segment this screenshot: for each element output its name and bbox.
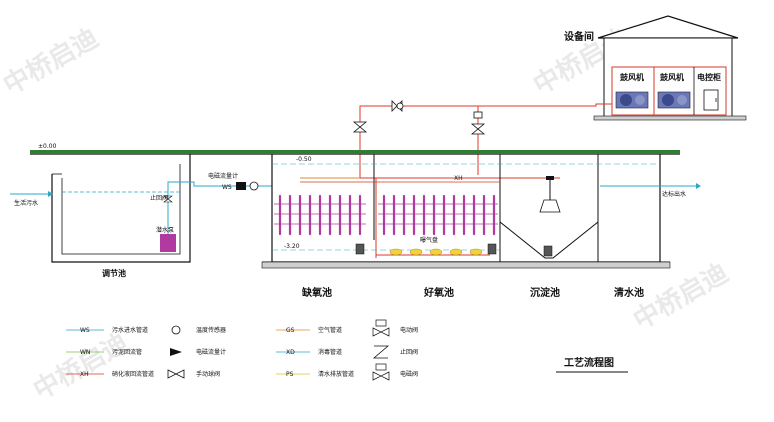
legend-code: PS — [286, 371, 294, 378]
legend-text: 手动球阀 — [196, 370, 220, 378]
flowmeter-icon — [170, 348, 182, 356]
tank-pumps — [355, 243, 553, 257]
submersible-pump-label: 潜水泵 — [156, 226, 174, 234]
legend-text: 止回阀 — [400, 348, 418, 356]
temperature-sensor-icon — [171, 325, 181, 335]
manual-ball-valve — [352, 121, 368, 133]
xh-tag: XH — [454, 175, 463, 182]
temperature-sensor-icon — [249, 181, 259, 191]
regulating-tank: 止回阀 潜水泵 调节池 — [51, 154, 191, 278]
regulating-tank-label: 调节池 — [102, 268, 126, 278]
legend-text: 温度传感器 — [196, 326, 226, 334]
building-slab — [593, 115, 747, 121]
aerobic-diffusers — [382, 194, 496, 236]
legend-code: WN — [80, 349, 90, 356]
discharge-label: 达标出水 — [662, 190, 686, 198]
main-tank-structure: -0.50 -3.20 — [261, 154, 671, 269]
anoxic-tank-label: 缺氧池 — [301, 286, 332, 299]
blower-1 — [615, 91, 649, 109]
ball-valve-icon — [167, 369, 185, 379]
ws-tag: WS — [222, 184, 232, 191]
aerobic-tank-label: 好氧池 — [423, 286, 454, 299]
foundation-slab — [261, 261, 671, 269]
electric-valve-icon — [372, 319, 390, 337]
control-cabinet-box — [703, 89, 719, 111]
sedimentation-tank-label: 沉淀池 — [530, 286, 560, 299]
flowmeter-symbol — [236, 182, 246, 190]
legend-text: 电磁阀 — [400, 370, 418, 378]
level-neg050-label: -0.50 — [296, 156, 312, 163]
raw-sewage-label: 生活污水 — [14, 199, 38, 207]
legend-text: 空气管道 — [318, 326, 342, 334]
legend: WS 污水进水管道 WN 污泥回流管 XH 硝化液回流管道 温度传感器 电磁流量… — [66, 319, 418, 381]
center-well — [539, 199, 561, 213]
diffuser-fringe — [274, 203, 498, 225]
blower-1-label: 鼓风机 — [620, 72, 644, 82]
blower-2-label: 鼓风机 — [660, 72, 684, 82]
legend-code: WS — [80, 327, 90, 334]
level-neg320-label: -3.20 — [284, 243, 300, 250]
equipment-zone — [611, 66, 727, 116]
ground-level-label: ±0.00 — [38, 143, 57, 150]
ground-line: ±0.00 — [30, 143, 680, 155]
legend-text: 污水进水管道 — [112, 326, 148, 334]
anoxic-diffusers — [278, 194, 362, 236]
watermark-text: 中桥启迪 — [28, 327, 134, 406]
legend-text: 清水排放管道 — [318, 370, 354, 378]
legend-text: 消毒管道 — [318, 348, 342, 356]
clear-water-tank-label: 清水池 — [614, 286, 644, 299]
legend-text: 污泥回流管 — [112, 348, 142, 356]
legend-text: 电磁流量计 — [196, 348, 226, 356]
check-valve-label: 止回阀 — [150, 194, 168, 202]
flowmeter-label: 电磁流量计 — [208, 172, 238, 180]
effluent-pipe: 达标出水 — [600, 183, 701, 198]
legend-code: GS — [286, 327, 295, 334]
solenoid-valve — [396, 102, 404, 110]
legend-text: 硝化液回流管道 — [112, 370, 154, 378]
watermark-text: 中桥启迪 — [0, 22, 104, 101]
blower-2 — [657, 91, 691, 109]
xh-return-pipe: XH — [300, 175, 500, 183]
solenoid-valve-icon — [372, 363, 390, 381]
diffuser-array — [278, 194, 496, 236]
aeration-discs — [389, 248, 483, 256]
legend-code: XD — [286, 349, 295, 356]
electric-valve — [473, 111, 483, 119]
diagram-title: 工艺流程图 — [564, 356, 614, 369]
aeration-disc-label: 曝气盘 — [420, 236, 438, 244]
influent-pipe: 生活污水 — [10, 191, 53, 207]
equipment-room: 设备间 鼓风机 鼓风机 电控柜 — [564, 15, 747, 121]
check-valve-icon — [372, 345, 390, 359]
ws-pipe: 电磁流量计 WS — [167, 172, 272, 198]
submersible-pump-shape — [160, 234, 176, 252]
manual-ball-valve — [470, 123, 486, 135]
air-valves — [352, 100, 486, 135]
legend-code: XH — [80, 371, 89, 378]
equipment-room-label: 设备间 — [564, 30, 594, 43]
legend-text: 电动阀 — [400, 326, 418, 334]
control-cabinet-label: 电控柜 — [697, 72, 721, 82]
